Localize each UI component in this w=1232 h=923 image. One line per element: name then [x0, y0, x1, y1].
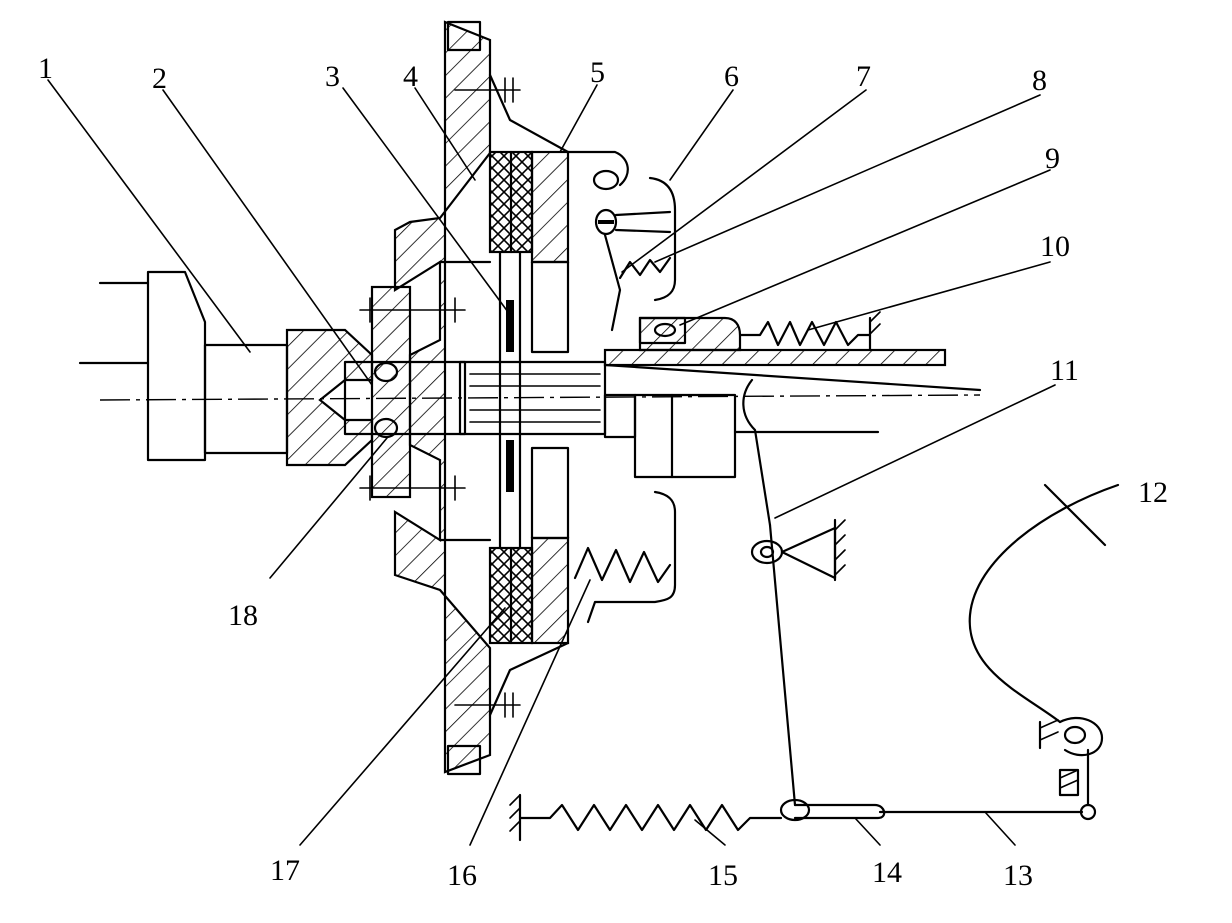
callout-16: 16 [447, 859, 477, 892]
callout-3: 3 [325, 60, 340, 93]
callout-13: 13 [1003, 859, 1033, 892]
callout-11: 11 [1050, 354, 1079, 387]
release-fork [742, 378, 846, 807]
crankshaft [78, 270, 289, 462]
release-lever [592, 169, 672, 332]
crank-flange [285, 285, 412, 499]
clutch-cover [488, 73, 677, 717]
callout-8: 8 [1032, 64, 1047, 97]
callout-labels: 1 2 3 4 5 6 7 8 9 10 11 12 13 14 15 16 1… [38, 52, 1168, 892]
callout-17: 17 [270, 854, 300, 887]
callout-18: 18 [228, 599, 258, 632]
driven-disc [498, 250, 522, 550]
leader-lines [47, 79, 1056, 846]
pedal-return-spring [509, 793, 783, 842]
callout-5: 5 [590, 56, 605, 89]
flywheel-bolts [359, 77, 521, 718]
callout-7: 7 [856, 60, 871, 93]
release-return-spring [738, 311, 881, 352]
clutch-pedal [968, 483, 1120, 821]
flywheel [393, 20, 492, 776]
callout-1: 1 [38, 52, 53, 85]
callout-2: 2 [152, 62, 167, 95]
input-shaft [99, 360, 982, 479]
callout-12: 12 [1138, 476, 1168, 509]
bearing-sleeve [603, 348, 947, 367]
callout-10: 10 [1040, 230, 1070, 263]
callout-4: 4 [403, 60, 418, 93]
callout-9: 9 [1045, 142, 1060, 175]
friction-linings [488, 150, 534, 645]
callout-15: 15 [708, 859, 738, 892]
callout-6: 6 [724, 60, 739, 93]
callout-14: 14 [872, 856, 902, 889]
release-bearing [638, 316, 742, 352]
pressure-spring-lower [573, 546, 672, 584]
pressure-spring-upper [618, 256, 672, 280]
pressure-plate [530, 150, 570, 645]
pull-rod [779, 798, 1084, 822]
